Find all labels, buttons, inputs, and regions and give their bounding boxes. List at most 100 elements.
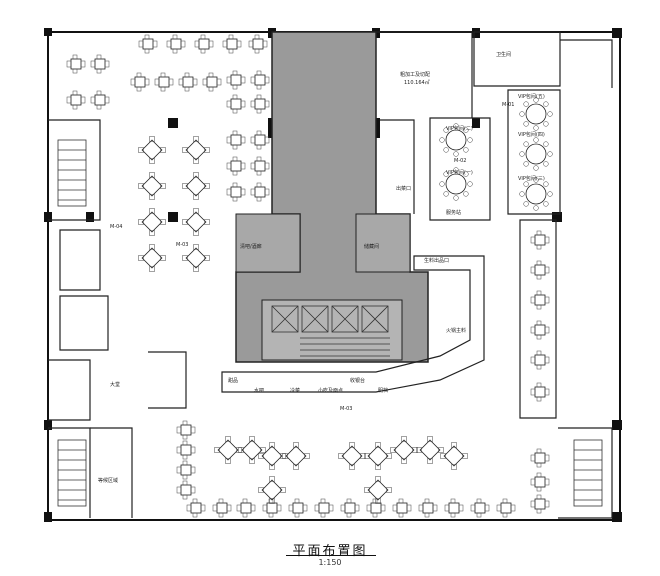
chair	[160, 255, 166, 261]
chair	[236, 504, 242, 512]
chair	[218, 512, 224, 518]
chair	[96, 90, 102, 96]
chair	[130, 78, 136, 86]
square-table	[230, 74, 242, 86]
label-kitchen-area: 110.164㎡	[404, 79, 430, 86]
chair	[544, 236, 550, 244]
chair	[160, 86, 166, 92]
chair	[182, 147, 188, 153]
chair	[226, 188, 232, 196]
square-table	[318, 502, 330, 514]
chair	[544, 356, 550, 364]
chair	[264, 136, 270, 144]
chair	[193, 266, 199, 272]
square-table	[70, 58, 82, 70]
chair	[226, 504, 232, 512]
chair	[544, 454, 550, 462]
label-tag-m01: M-01	[502, 102, 514, 108]
chair	[176, 446, 182, 454]
chair	[340, 504, 346, 512]
label-pass-in: 生料出品口	[424, 257, 449, 264]
label-wc: 卫生间	[496, 51, 511, 58]
chair	[523, 201, 529, 207]
chair	[530, 266, 536, 274]
chair	[294, 512, 300, 518]
chair	[547, 151, 553, 157]
chair	[418, 504, 424, 512]
chair	[264, 100, 270, 108]
diamond-table	[341, 445, 363, 467]
chair	[256, 196, 262, 202]
chair	[416, 447, 422, 453]
chair	[176, 486, 182, 494]
chair	[438, 447, 444, 453]
square-table	[252, 38, 264, 50]
chair	[364, 487, 370, 493]
chair	[232, 70, 238, 76]
chair	[242, 498, 248, 504]
chair	[439, 137, 445, 143]
chair	[149, 208, 155, 214]
chair	[536, 494, 542, 500]
chair	[204, 147, 210, 153]
square-table	[206, 76, 218, 88]
chair	[380, 504, 386, 512]
chair	[192, 78, 198, 86]
chair	[450, 512, 456, 518]
chair	[536, 230, 542, 236]
chair	[398, 498, 404, 504]
chair	[232, 108, 238, 114]
chair	[232, 144, 238, 150]
square-table	[292, 502, 304, 514]
label-service: 服务站	[446, 209, 461, 216]
chair	[536, 350, 542, 356]
square-table	[230, 186, 242, 198]
chair	[228, 48, 234, 54]
chair	[184, 72, 190, 78]
booth-table	[534, 234, 546, 246]
chair	[138, 183, 144, 189]
square-table	[226, 38, 238, 50]
chair	[288, 504, 294, 512]
round-table	[525, 183, 547, 205]
chair	[250, 76, 256, 84]
chair	[453, 123, 459, 129]
chair	[256, 108, 262, 114]
square-table	[230, 134, 242, 146]
chair	[256, 130, 262, 136]
chair	[232, 182, 238, 188]
chair	[192, 498, 198, 504]
chair	[260, 447, 266, 453]
chair	[208, 86, 214, 92]
chair	[453, 195, 459, 201]
chair	[453, 151, 459, 157]
chair	[256, 182, 262, 188]
chair	[160, 183, 166, 189]
chair	[250, 100, 256, 108]
chair	[72, 54, 78, 60]
chair	[463, 127, 469, 133]
label-counter1: 收银台	[350, 377, 365, 384]
diamond-table	[185, 139, 207, 161]
chair	[439, 181, 445, 187]
round-table	[445, 129, 467, 151]
chair	[193, 172, 199, 178]
chair	[144, 34, 150, 40]
chair	[427, 458, 433, 464]
chair	[204, 219, 210, 225]
label-tag-m02: M-02	[454, 158, 466, 164]
partitions	[48, 31, 613, 519]
chair	[193, 136, 199, 142]
chair	[536, 382, 542, 388]
chair	[530, 326, 536, 334]
chair	[200, 34, 206, 40]
square-table	[182, 76, 194, 88]
chair	[232, 156, 238, 162]
chair	[232, 94, 238, 100]
chair	[256, 144, 262, 150]
chair	[96, 68, 102, 74]
chair	[204, 183, 210, 189]
chair	[412, 447, 418, 453]
label-core-right: 储藏间	[364, 243, 379, 250]
chair	[72, 68, 78, 74]
